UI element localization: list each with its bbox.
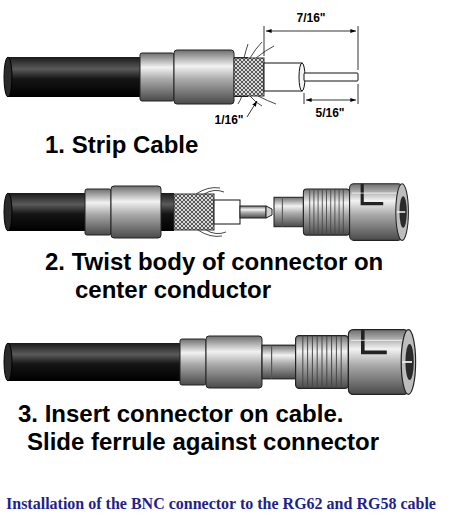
ferrule [85,189,111,235]
center-conductor [304,73,358,81]
dimension-line [266,31,356,32]
contact-tip [266,206,272,218]
cable-end [4,193,12,231]
center-contact [240,206,266,218]
assembled-cable [4,330,416,395]
dielectric [214,200,240,224]
figure-caption: Installation of the BNC connector to the… [6,494,436,513]
dimension-line [306,100,356,101]
ferrule [206,336,262,388]
extension-line [304,84,358,104]
cable-with-connector-body [4,184,408,241]
dimension-label: 1/16" [213,113,244,127]
braid [234,58,264,96]
ferrule [111,186,161,238]
cable-end [4,57,12,97]
stripped-cable [4,42,358,106]
bnc-connector [262,330,416,395]
dimension-lines [247,26,358,117]
ferrule [180,339,206,385]
bnc-connector [274,184,408,241]
step-instruction: 3. Insert connector on cable. Slide ferr… [18,400,389,456]
leader-line [247,101,257,117]
step-instruction: 2. Twist body of connector on center con… [45,248,425,304]
extension-line [264,26,358,70]
dielectric [264,63,302,91]
cable-jacket [8,343,208,381]
ferrule [140,53,174,101]
dimension-label: 5/16" [314,106,345,120]
braid [174,194,214,230]
ferrule [174,50,234,104]
cable-end [4,343,12,381]
dimension-label: 7/16" [295,11,326,25]
step-instruction: 1. Strip Cable [45,131,198,159]
